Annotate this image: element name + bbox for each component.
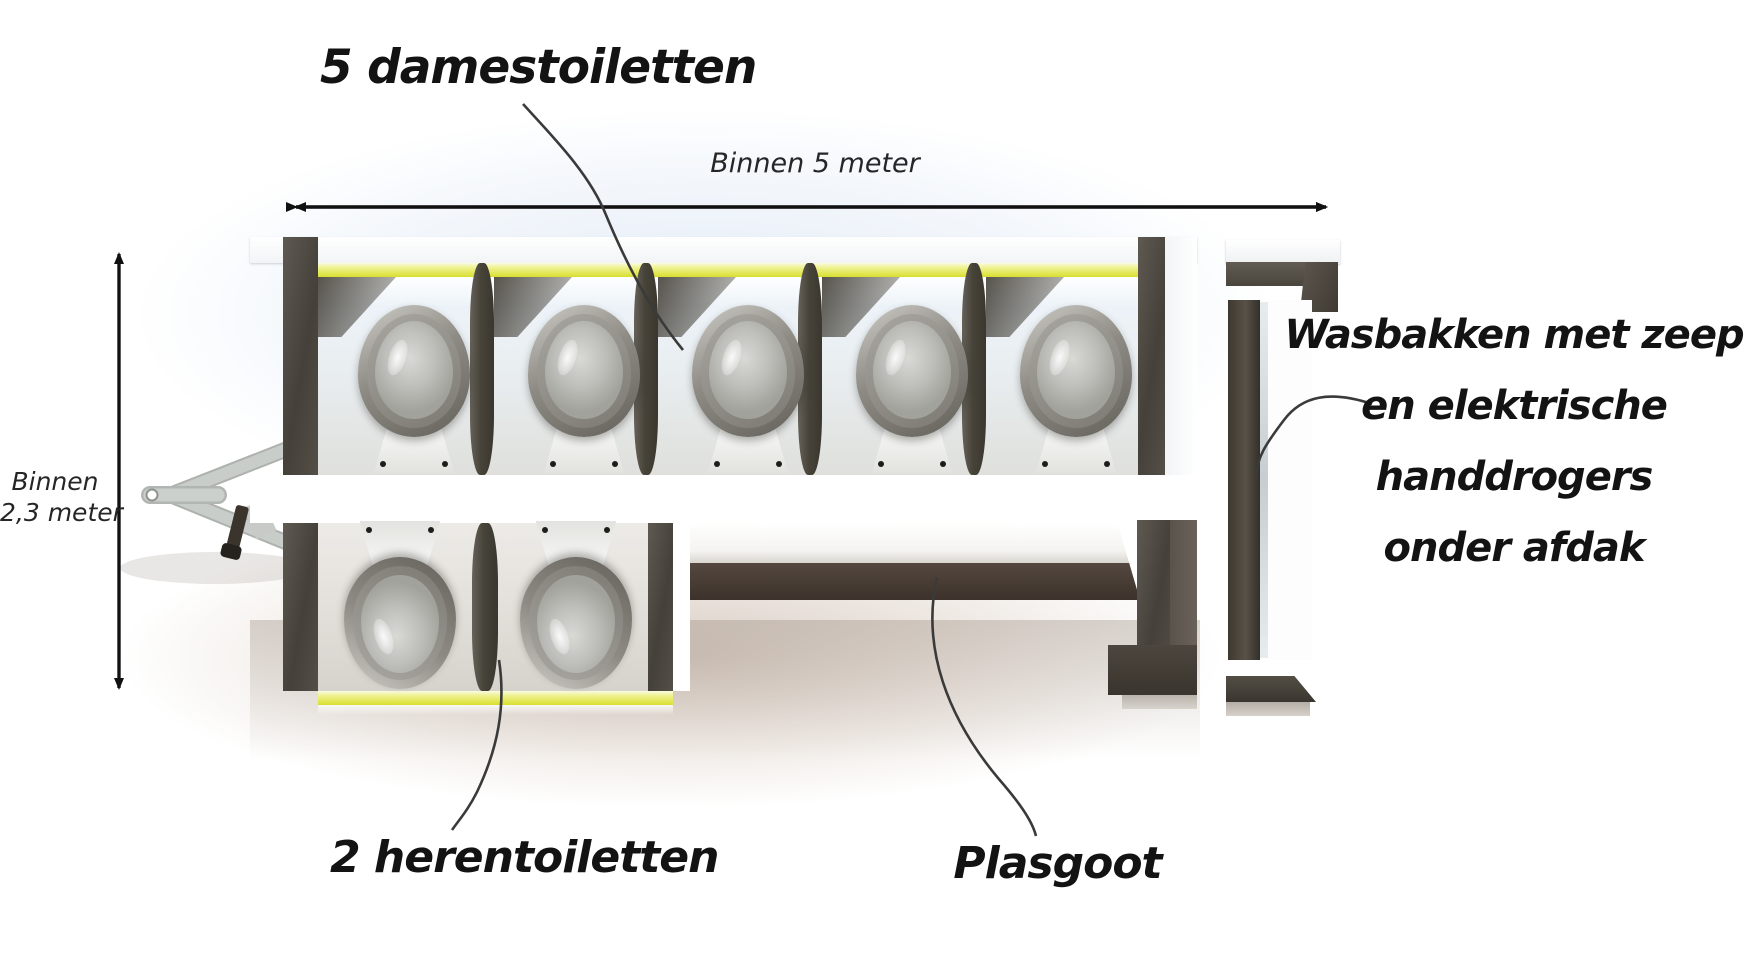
trough-basin [690,563,1140,600]
canopy-roof-white [1226,240,1340,264]
label-dames: 5 damestoiletten [320,40,757,95]
washbasin-white-wall [1268,300,1312,660]
leader-line-wasbakken [1255,395,1373,481]
label-wasbakken-line4: onder afdak [1383,525,1646,571]
leader-line-dames [522,103,685,351]
washbasin-unit [1226,240,1346,720]
hitch-shadow [120,552,310,584]
tow-eye [145,488,159,502]
label-heren: 2 herentoiletten [330,832,719,883]
label-dim-depth: Binnen 2,3 meter [0,466,123,528]
left-wall-top [283,237,318,475]
corner-wall-bottom [1108,645,1197,695]
washbasin-counter-dark [1228,300,1260,660]
corner-wall-edge [1122,695,1197,709]
toilet-dames-2 [528,305,640,473]
mens-right-wall [648,523,673,691]
trough-rim [690,523,1140,563]
plasgoot-trough [690,523,1140,600]
label-wasbakken-line2: en elektrische [1361,383,1668,429]
trailer-body [250,225,1197,725]
top-light-strip [318,263,1138,277]
toilet-dames-4 [856,305,968,473]
label-wasbakken-line3: handdrogers [1375,454,1654,500]
bottom-outer-edge [318,705,673,715]
label-wasbakken: Wasbakken met zeep en elektrische handdr… [1278,300,1750,584]
stall-divider-men [472,523,498,691]
bottom-light-strip [318,691,673,705]
top-outer-wall [250,237,1197,263]
label-dim-width: Binnen 5 meter [710,148,920,179]
right-outer-wall [1165,237,1197,475]
toilet-dames-1 [358,305,470,473]
left-wall-bottom [283,523,318,691]
washbasin-glass-edge [1260,302,1268,658]
label-plasgoot: Plasgoot [953,838,1162,889]
canopy-edge-bottom [1226,702,1310,716]
corridor [250,475,1197,523]
label-wasbakken-line1: Wasbakken met zeep [1284,312,1744,358]
label-dim-depth-line1: Binnen [11,467,99,496]
toilet-dames-3 [692,305,804,473]
leader-line-plasgoot [931,576,1038,837]
label-dim-depth-line2: 2,3 meter [0,498,123,527]
right-wall-top [1138,237,1165,475]
leader-line-heren [450,659,503,831]
stall-divider [470,263,494,475]
toilet-dames-5 [1020,305,1132,473]
wall-gap [673,523,690,691]
